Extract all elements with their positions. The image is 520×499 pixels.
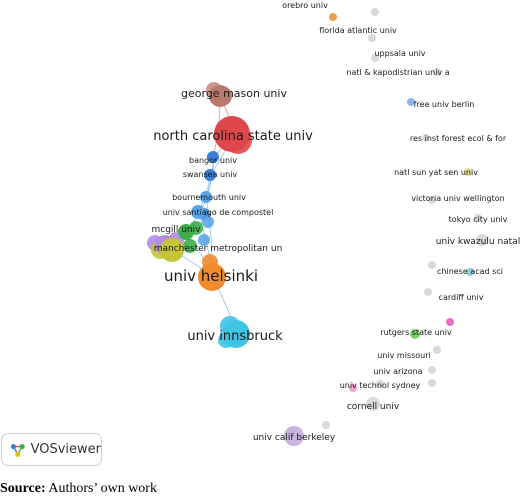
institution-node[interactable] <box>474 214 482 222</box>
institution-node[interactable] <box>376 380 384 388</box>
institution-label: mcgill univ <box>151 225 201 235</box>
institution-label: free univ berlin <box>414 100 475 109</box>
institution-label: victoria univ wellington <box>411 194 504 203</box>
institution-label: chinese acad sci <box>437 267 503 276</box>
institution-label: tokyo city univ <box>449 215 508 224</box>
institution-node[interactable] <box>371 54 379 62</box>
institution-node[interactable] <box>476 234 488 246</box>
institution-label: rutgers state univ <box>380 328 452 337</box>
institution-node[interactable] <box>349 384 357 392</box>
institution-node[interactable] <box>160 238 184 262</box>
institution-label: north carolina state univ <box>153 129 313 144</box>
institution-label: univ santiago de compostel <box>163 208 274 217</box>
network-labels: orebro univ florida atlantic univ uppsala … <box>151 1 520 443</box>
cluster-node <box>202 216 214 228</box>
institution-node[interactable] <box>366 397 380 411</box>
institution-node[interactable] <box>371 8 379 16</box>
institution-node[interactable] <box>428 366 436 374</box>
institution-node[interactable] <box>410 329 420 339</box>
institution-label: cardiff univ <box>439 293 484 302</box>
vosviewer-label: VOSviewer <box>30 442 101 457</box>
institution-label: cornell univ <box>347 402 400 412</box>
institution-label: univ missouri <box>377 351 430 360</box>
institution-label: uppsala univ <box>374 49 425 58</box>
source-caption: Source: Authors’ own work <box>0 481 157 497</box>
institution-label: manchester metropolitan un <box>154 244 283 254</box>
institution-node[interactable] <box>178 224 194 240</box>
institution-label: bangor univ <box>189 156 237 165</box>
institution-node[interactable] <box>200 191 212 203</box>
institution-label: univ arizona <box>373 367 422 376</box>
institution-label: natl & kapodistrian univ a <box>346 68 449 77</box>
institution-node[interactable] <box>466 268 474 276</box>
co-authorship-network: orebro univ florida atlantic univ uppsala … <box>147 1 520 446</box>
institution-node[interactable] <box>329 13 337 21</box>
institution-node[interactable] <box>207 151 219 163</box>
institution-node[interactable] <box>407 98 415 106</box>
institution-label: bournemouth univ <box>172 193 246 202</box>
institution-label: swansea univ <box>183 170 238 179</box>
vosviewer-badge[interactable]: VOSviewer <box>1 433 102 466</box>
institution-node[interactable] <box>428 196 436 204</box>
institution-label: univ innsbruck <box>187 329 283 344</box>
institution-node[interactable] <box>322 421 330 429</box>
institution-node[interactable] <box>284 426 304 446</box>
institution-node[interactable] <box>191 205 205 219</box>
institution-node[interactable] <box>424 288 432 296</box>
institution-node[interactable] <box>433 346 441 354</box>
institution-node[interactable] <box>368 34 376 42</box>
institution-label: george mason univ <box>181 87 287 100</box>
institution-node[interactable] <box>422 134 430 142</box>
institution-node[interactable] <box>222 320 250 348</box>
institution-label: natl sun yat sen univ <box>394 168 478 177</box>
institution-label: florida atlantic univ <box>319 26 397 35</box>
institution-node[interactable] <box>209 85 231 107</box>
institution-label: univ kwazulu natal <box>436 237 520 247</box>
institution-label: univ calif berkeley <box>253 433 336 443</box>
institution-label: res inst forest ecol & for <box>410 134 507 143</box>
institution-node[interactable] <box>204 169 216 181</box>
institution-node[interactable] <box>198 263 226 291</box>
institution-node[interactable] <box>428 379 436 387</box>
vosviewer-logo-icon <box>10 443 25 457</box>
institution-node[interactable] <box>433 68 441 76</box>
network-nodes <box>147 8 488 446</box>
institution-node[interactable] <box>428 261 436 269</box>
source-text: Authors’ own work <box>45 481 157 496</box>
institution-label: univ helsinki <box>164 267 258 285</box>
institution-label: univ technol sydney <box>340 381 421 390</box>
cluster-node <box>198 234 210 246</box>
institution-label: orebro univ <box>282 1 328 10</box>
institution-node[interactable] <box>214 116 250 152</box>
source-label: Source: <box>0 481 46 496</box>
institution-node[interactable] <box>464 168 472 176</box>
cluster-node <box>183 239 197 253</box>
institution-node[interactable] <box>446 318 454 326</box>
